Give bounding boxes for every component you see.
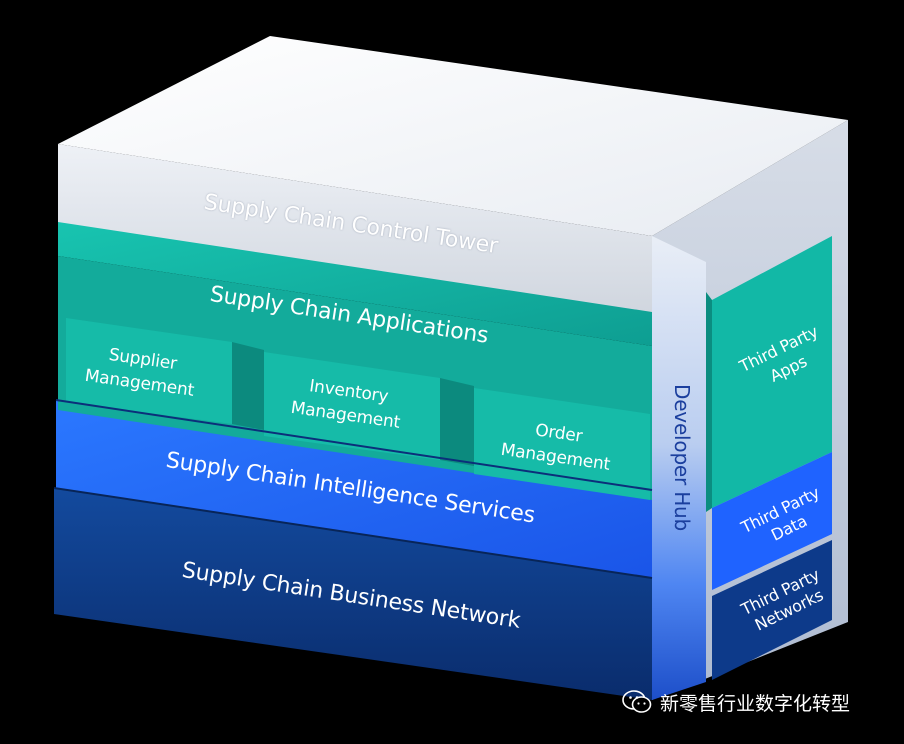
layer-divider (55, 399, 653, 491)
watermark-text: 新零售行业数字化转型 (660, 692, 851, 715)
control-tower-front (58, 144, 652, 320)
watermark: 新零售行业数字化转型 (622, 684, 850, 720)
applications-band (58, 222, 652, 346)
third-party-data-panel (712, 452, 832, 590)
control-tower-top (58, 36, 848, 236)
developer-hub-panel (652, 236, 706, 700)
inventory-management-side (440, 378, 474, 466)
supplier-management-side (232, 342, 264, 430)
business-network-front (54, 488, 652, 700)
supplier-management-block (66, 318, 232, 424)
wechat-icon (622, 690, 652, 713)
layer-divider (53, 487, 653, 579)
third-party-apps-edge (706, 292, 712, 512)
inventory-management-block (264, 352, 440, 460)
intelligence-services-front (56, 400, 652, 578)
third-party-apps-panel (712, 236, 832, 508)
developer-hub-label: Developer Hub (670, 384, 694, 532)
third-party-networks-panel (712, 540, 832, 680)
order-management-block (474, 388, 650, 500)
